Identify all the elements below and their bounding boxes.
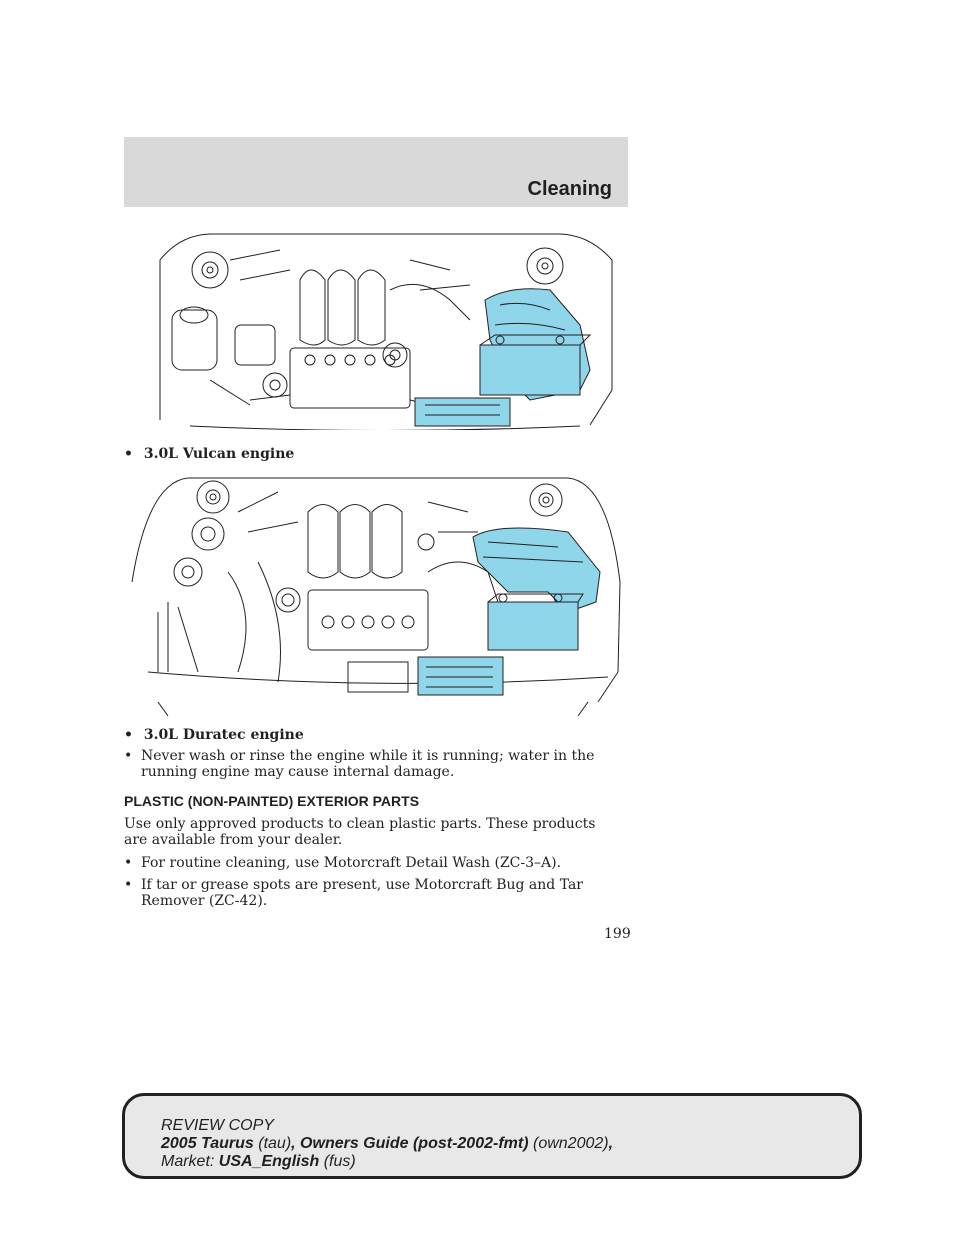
footer-comma: ,: [608, 1135, 614, 1152]
bullet-symbol: •: [124, 748, 133, 764]
list-item-text: If tar or grease spots are present, use …: [141, 877, 583, 909]
figure-caption: • 3.0L Duratec engine: [124, 727, 304, 743]
caption-text: 3.0L Vulcan engine: [143, 446, 295, 462]
footer-market: USA_English: [218, 1153, 320, 1170]
bullet-symbol: •: [124, 877, 133, 893]
footer-market-code: (fus): [323, 1153, 356, 1170]
page-number: 199: [604, 926, 631, 942]
footer-text: REVIEW COPY 2005 Taurus (tau), Owners Gu…: [161, 1117, 613, 1171]
bullet-symbol: •: [124, 446, 133, 462]
list-item: • If tar or grease spots are present, us…: [124, 877, 614, 909]
list-item: • Never wash or rinse the engine while i…: [124, 748, 614, 780]
duratec-engine-illustration: [128, 472, 624, 718]
review-copy-footer: [122, 1093, 862, 1179]
footer-guide-code: (own2002): [532, 1135, 609, 1152]
footer-model-code: (tau): [258, 1135, 292, 1152]
figure-caption: • 3.0L Vulcan engine: [124, 446, 294, 462]
vulcan-engine-illustration: [150, 230, 620, 430]
footer-guide: , Owners Guide (post-2002-fmt): [291, 1135, 529, 1152]
paragraph: Use only approved products to clean plas…: [124, 816, 596, 848]
section-heading: PLASTIC (NON-PAINTED) EXTERIOR PARTS: [124, 793, 420, 809]
list-item-text: Never wash or rinse the engine while it …: [141, 748, 595, 780]
list-item-text: For routine cleaning, use Motorcraft Det…: [141, 855, 562, 871]
review-copy-label: REVIEW COPY: [161, 1117, 274, 1134]
caption-text: 3.0L Duratec engine: [143, 727, 304, 743]
section-header-band: Cleaning: [124, 137, 628, 207]
footer-market-label: Market:: [161, 1153, 215, 1170]
section-title: Cleaning: [527, 178, 612, 200]
bullet-symbol: •: [124, 727, 133, 743]
footer-model: 2005 Taurus: [161, 1135, 254, 1152]
bullet-symbol: •: [124, 855, 133, 871]
list-item: • For routine cleaning, use Motorcraft D…: [124, 855, 614, 871]
